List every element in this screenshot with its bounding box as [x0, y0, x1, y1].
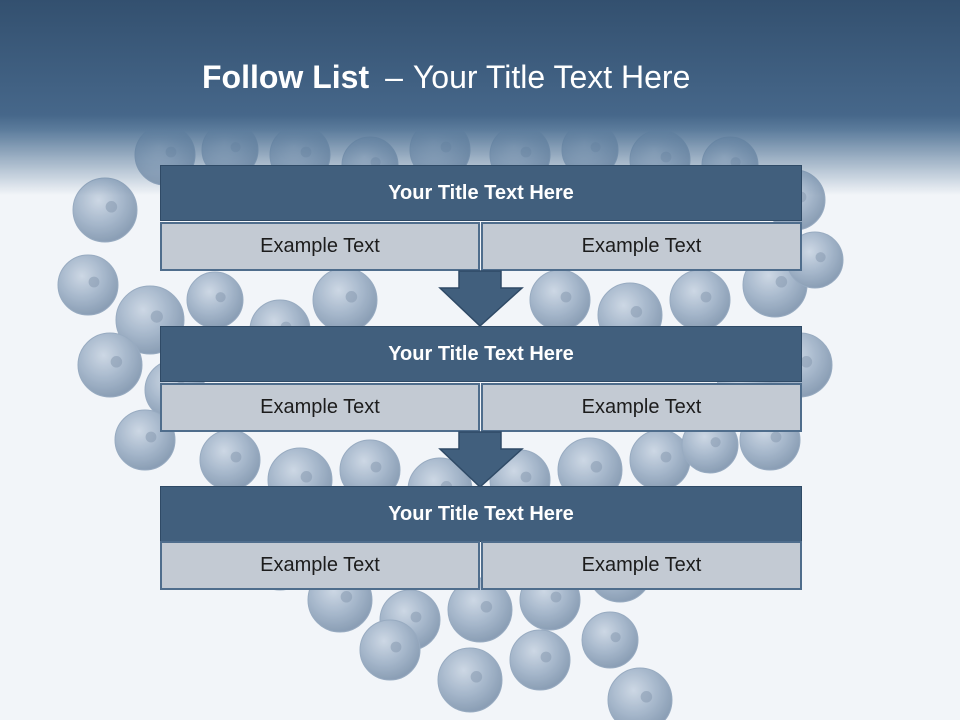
blueberry-crown — [470, 671, 483, 683]
blueberry — [581, 611, 639, 669]
blueberry-crown — [340, 591, 353, 603]
blueberry — [437, 647, 503, 713]
blueberry-crown — [480, 601, 493, 613]
blueberry-crown — [105, 201, 118, 213]
blueberry-crown — [215, 292, 226, 303]
slide-title-bold: Follow List — [202, 59, 370, 95]
slide-title-dash: – — [385, 59, 403, 95]
blueberry — [312, 267, 378, 333]
block-title: Your Title Text Here — [160, 486, 802, 542]
blueberry-crown — [550, 591, 562, 603]
blueberry-crown — [610, 632, 621, 643]
blueberry — [529, 269, 591, 331]
slide-title: Follow List–Your Title Text Here — [202, 55, 690, 99]
blueberry-crown — [540, 651, 552, 663]
blueberry — [359, 619, 421, 681]
blueberry — [77, 332, 143, 398]
blueberry — [669, 269, 731, 331]
blueberry-crown — [230, 451, 242, 463]
blueberry-crown — [145, 431, 157, 443]
blueberry-crown — [520, 471, 532, 483]
blueberry-crown — [640, 691, 653, 703]
blueberry — [186, 271, 244, 329]
blueberry-crown — [410, 611, 422, 623]
blueberry-crown — [110, 356, 123, 368]
blueberry — [199, 429, 261, 491]
blueberry-crown — [88, 276, 100, 288]
blueberry-crown — [770, 431, 782, 443]
blueberry-crown — [590, 461, 603, 473]
blueberry-crown — [300, 471, 313, 483]
block-title: Your Title Text Here — [160, 326, 802, 382]
blueberry — [607, 667, 673, 720]
blueberry-crown — [710, 437, 721, 448]
blueberry-crown — [660, 451, 672, 463]
slide-title-rest: Your Title Text Here — [412, 59, 691, 95]
blueberry — [509, 629, 571, 691]
blueberry-crown — [150, 310, 163, 323]
block-title: Your Title Text Here — [160, 165, 802, 221]
blueberry — [629, 429, 691, 491]
blueberry-crown — [560, 291, 572, 303]
block-cell-right: Example Text — [481, 383, 802, 432]
down-arrow-icon — [438, 270, 524, 328]
blueberry-crown — [700, 291, 712, 303]
blueberry-crown — [775, 276, 788, 288]
blueberry-crown — [815, 252, 826, 263]
blueberry-crown — [630, 306, 643, 318]
block-cell-left: Example Text — [160, 541, 480, 590]
block-cell-right: Example Text — [481, 222, 802, 271]
down-arrow-icon — [438, 431, 524, 489]
blueberry-crown — [370, 461, 382, 473]
blueberry-crown — [345, 291, 358, 303]
block-cell-right: Example Text — [481, 541, 802, 590]
blueberry-crown — [800, 356, 813, 368]
blueberry — [57, 254, 119, 316]
block-cell-left: Example Text — [160, 383, 480, 432]
blueberry — [447, 577, 513, 643]
block-cell-left: Example Text — [160, 222, 480, 271]
blueberry-crown — [390, 641, 402, 653]
